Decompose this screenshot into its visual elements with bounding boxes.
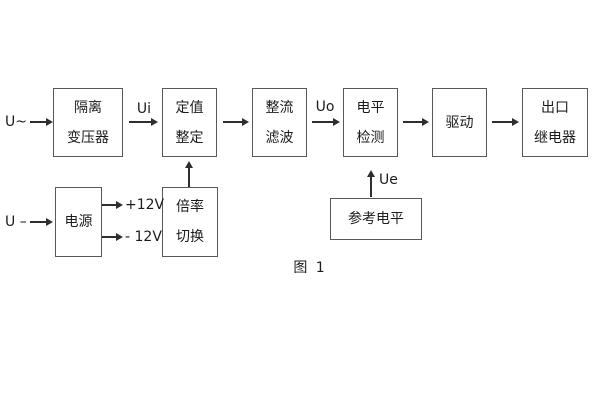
minus-12v-label: - 12V: [125, 229, 162, 245]
block-line: 切换: [176, 229, 204, 245]
block-line: 驱动: [445, 114, 474, 131]
arrow-plus-12v-icon: [102, 200, 123, 210]
block-line: 整流: [265, 99, 294, 116]
block-value-setting: 定值 整定: [162, 88, 217, 157]
block-line: 检测: [356, 129, 385, 146]
block-line: 电平: [356, 99, 385, 116]
block-line: 变压器: [67, 129, 109, 146]
block-output-relay: 出口 继电器: [522, 88, 588, 157]
signal-ui-label: Ui: [136, 101, 152, 117]
arrow-ratio-to-setting-icon: [184, 161, 194, 187]
block-line: 出口: [541, 99, 569, 116]
block-line: 参考电平: [348, 211, 404, 227]
block-level-detection: 电平 检测: [343, 88, 398, 157]
block-line: 整定: [175, 129, 204, 146]
arrow-dc-input-icon: [30, 217, 53, 227]
block-isolation-transformer: 隔离 变压器: [53, 88, 123, 157]
arrow-driver-to-relay-icon: [492, 117, 519, 127]
block-line: 定值: [175, 99, 204, 116]
block-reference-level: 参考电平: [330, 198, 422, 240]
arrow-detect-to-driver-icon: [403, 117, 429, 127]
block-line: 倍率: [176, 199, 204, 215]
block-line: 隔离: [74, 99, 102, 116]
ac-input-label: U~: [5, 114, 27, 130]
figure-caption: 图 1: [293, 260, 327, 276]
block-line: 滤波: [265, 129, 294, 146]
plus-12v-label: +12V: [125, 197, 165, 213]
arrow-setting-to-rectifier-icon: [223, 117, 249, 127]
signal-ue-label: Ue: [379, 172, 398, 188]
block-line: 继电器: [534, 129, 576, 146]
block-power-supply: 电源: [55, 187, 102, 257]
arrow-minus-12v-icon: [102, 232, 123, 242]
block-rectifier-filter: 整流 滤波: [252, 88, 307, 157]
dc-input-label: U –: [5, 214, 27, 230]
arrow-ue-icon: [366, 170, 376, 197]
signal-uo-label: Uo: [315, 99, 335, 115]
arrow-ui-icon: [129, 117, 158, 127]
arrow-ac-input-icon: [30, 117, 53, 127]
block-line: 电源: [64, 214, 93, 230]
block-ratio-switching: 倍率 切换: [162, 187, 218, 257]
block-driver: 驱动: [432, 88, 487, 157]
arrow-uo-icon: [312, 117, 340, 127]
